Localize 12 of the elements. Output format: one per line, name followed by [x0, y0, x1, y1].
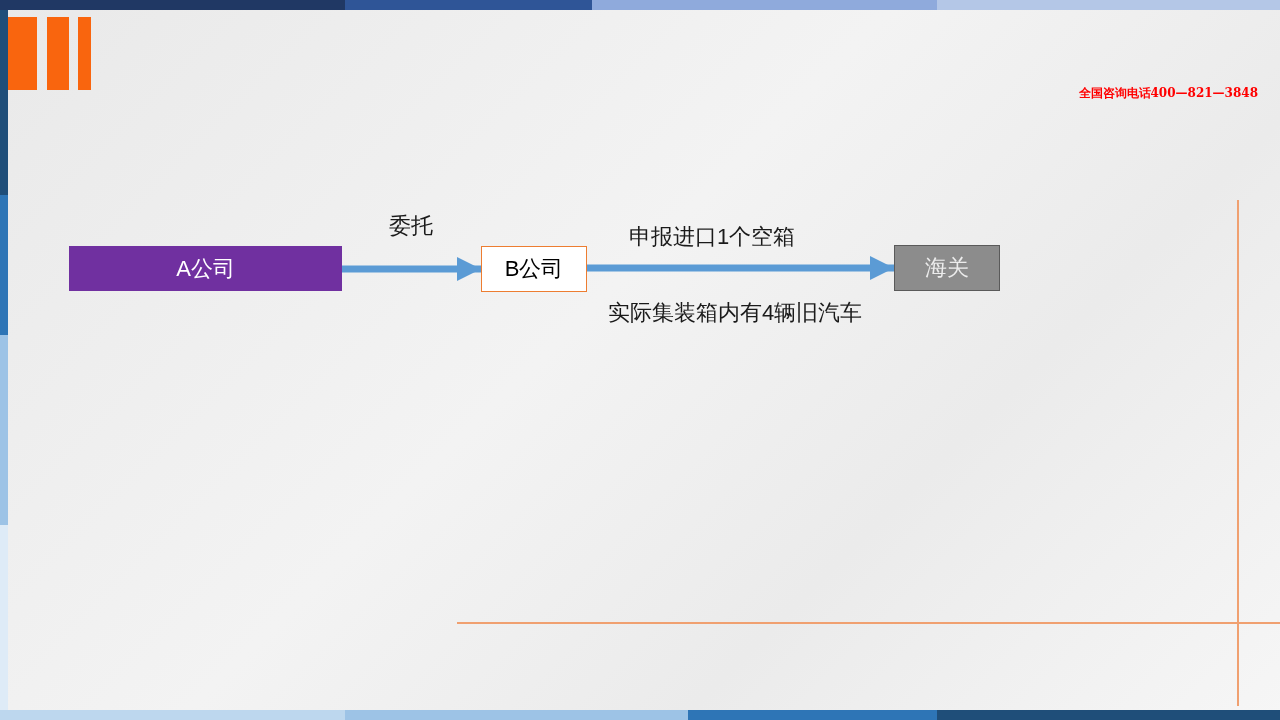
- phone-note: 全国咨询电话400—821—3848: [1078, 85, 1258, 102]
- arrow: [587, 256, 894, 280]
- node-label: 海关: [925, 257, 969, 279]
- process-box: [894, 245, 1000, 291]
- process-box: [69, 246, 342, 291]
- edge-label: 申报进口1个空箱: [628, 223, 796, 251]
- node-label: A公司: [176, 257, 235, 280]
- arrow: [342, 257, 481, 281]
- process-box: [481, 246, 587, 292]
- node-label: B公司: [504, 258, 564, 280]
- note-text: 实际集装箱内有4辆旧汽车: [606, 299, 864, 327]
- edge-label: 委托: [389, 212, 433, 240]
